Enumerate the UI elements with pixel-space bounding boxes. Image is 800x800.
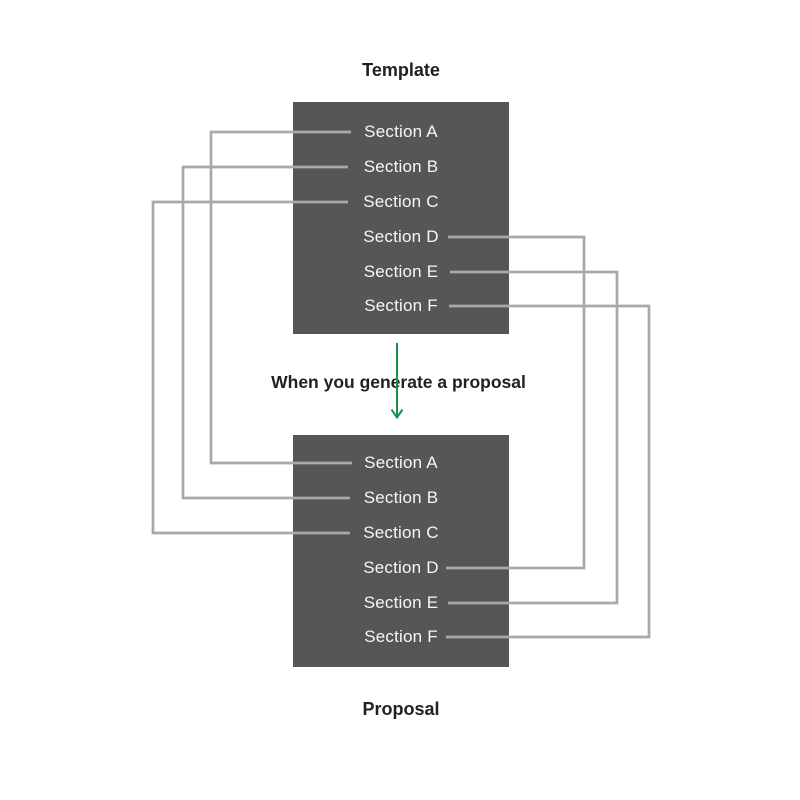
template-section-a: Section A — [364, 122, 438, 142]
proposal-box: Section A Section B Section C Section D … — [293, 435, 509, 667]
proposal-section-d: Section D — [363, 557, 439, 577]
template-title: Template — [362, 60, 440, 80]
proposal-section-c: Section C — [363, 522, 439, 542]
template-box: Section A Section B Section C Section D … — [293, 102, 509, 334]
template-section-f: Section F — [364, 296, 438, 316]
template-section-c: Section C — [363, 191, 439, 211]
proposal-section-e: Section E — [363, 592, 439, 612]
template-section-e: Section E — [363, 261, 439, 281]
template-section-b: Section B — [363, 157, 439, 177]
proposal-title: Proposal — [362, 699, 440, 719]
template-section-d: Section D — [363, 226, 439, 246]
proposal-section-b: Section B — [363, 488, 439, 508]
proposal-section-f: Section F — [364, 627, 438, 647]
transition-label: When you generate a proposal — [271, 372, 526, 392]
proposal-section-a: Section A — [364, 453, 438, 473]
